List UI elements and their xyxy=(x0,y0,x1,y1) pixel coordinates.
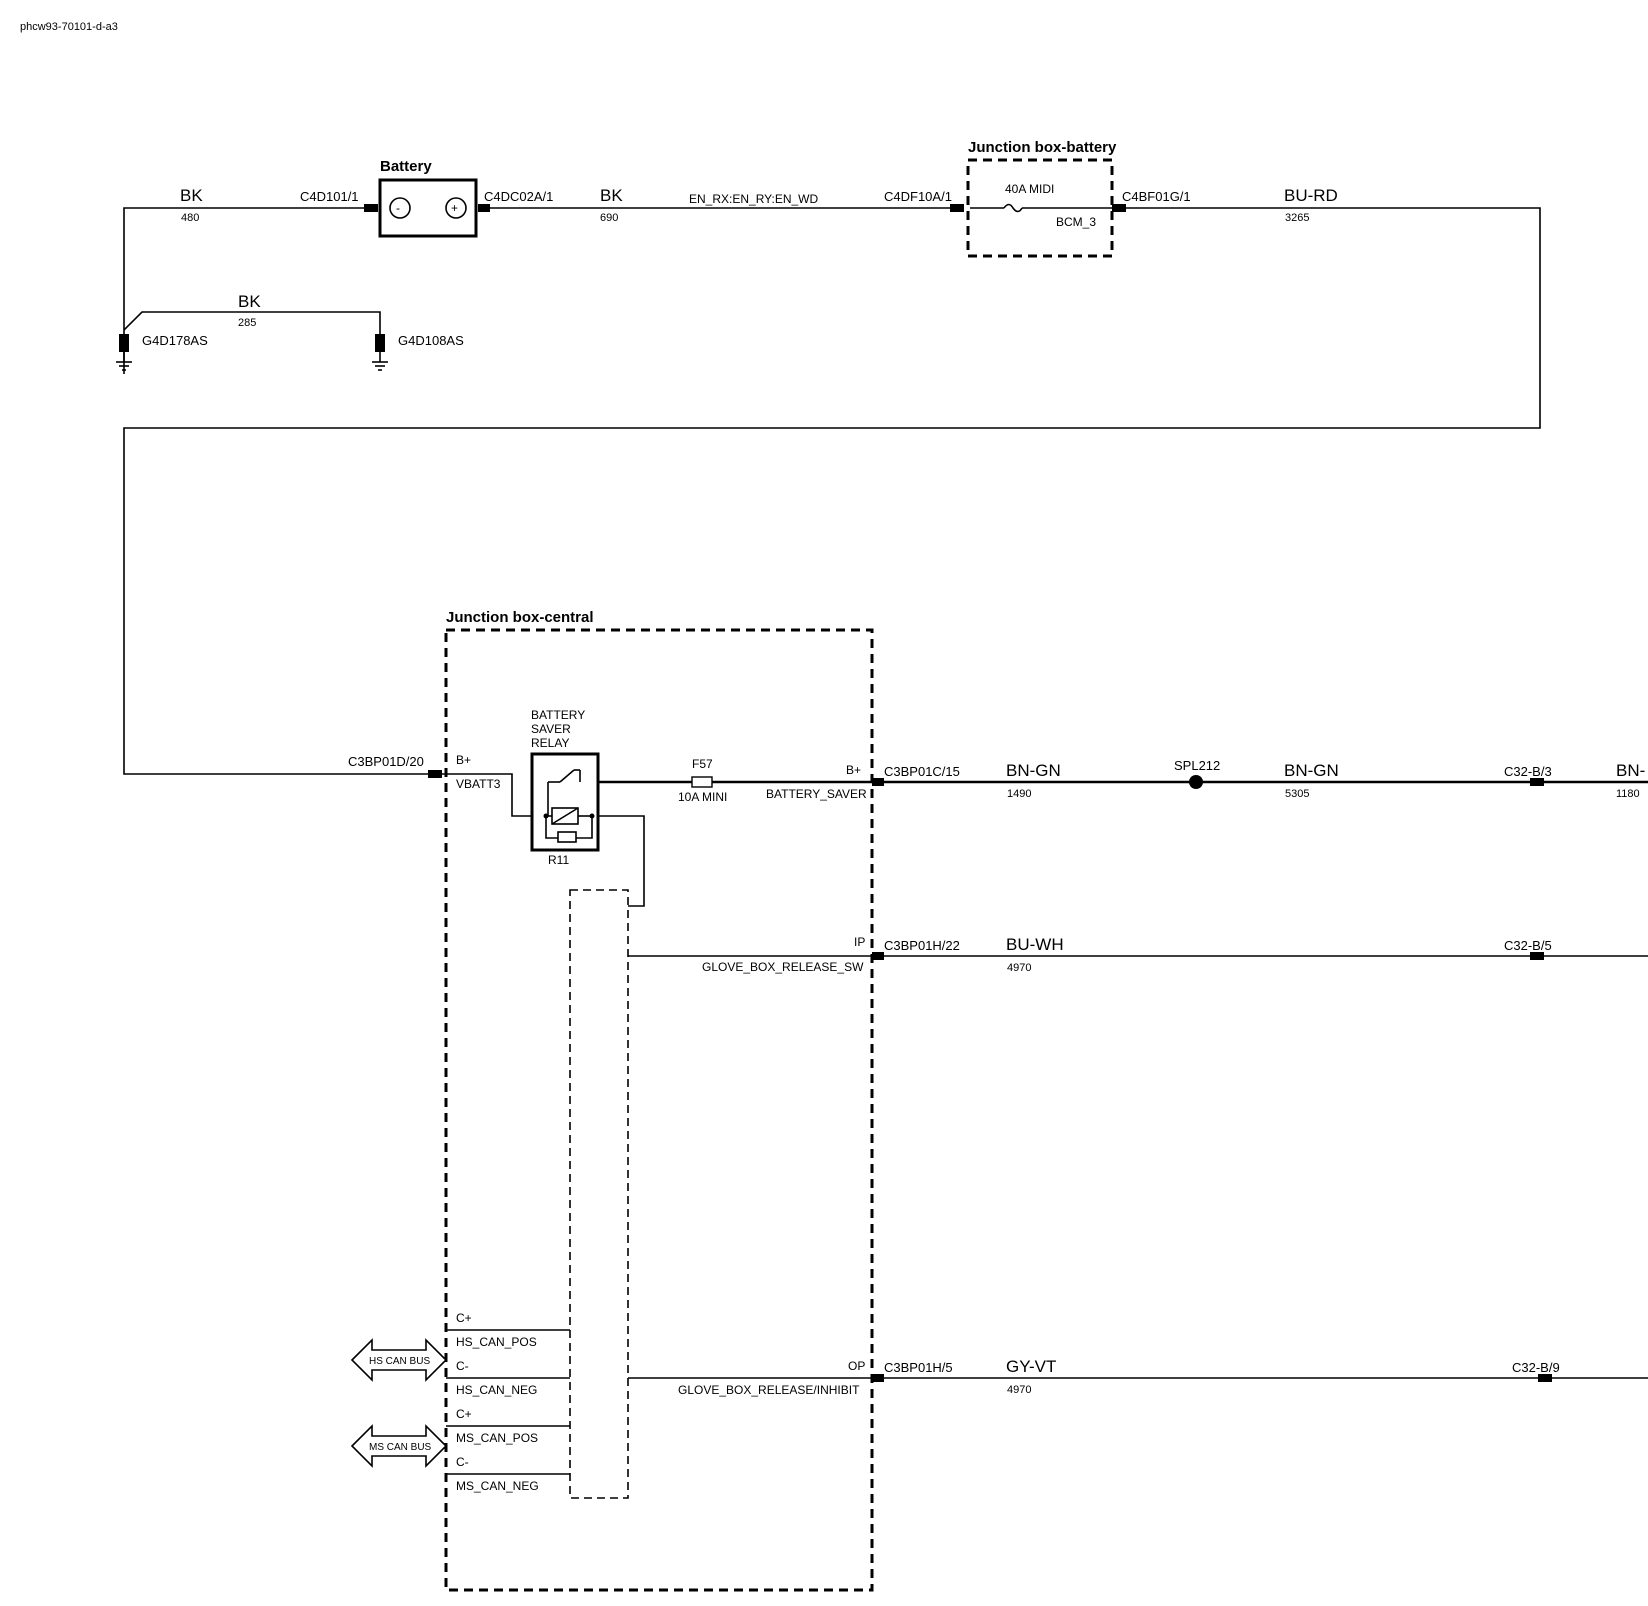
ground-g4d178as-label: G4D178AS xyxy=(142,333,208,348)
wire-bn-gn-1490-color: BN-GN xyxy=(1006,761,1061,780)
connector-c4bf01g-label: C4BF01G/1 xyxy=(1122,189,1191,204)
connector-c3bp01c-label: C3BP01C/15 xyxy=(884,764,960,779)
wire-bn-gn-5305-number: 5305 xyxy=(1285,788,1309,800)
junction-box-central: Junction box-central C3BP01D/20 B+ VBATT… xyxy=(348,609,874,1592)
fuse-40a-midi-symbol xyxy=(1003,203,1023,213)
connector-c3bp01h22-pin xyxy=(872,952,884,960)
pin-c-minus-1: C- xyxy=(456,1359,469,1373)
relay-label-line3: RELAY xyxy=(531,736,569,750)
connector-c4df10a-label: C4DF10A/1 xyxy=(884,189,952,204)
wire-bk-285-color: BK xyxy=(238,292,261,311)
connector-c32-b3-label: C32-B/3 xyxy=(1504,764,1552,779)
connector-c3bp01d-pin xyxy=(428,770,442,778)
pin-glove-box-release-sw: GLOVE_BOX_RELEASE_SW xyxy=(702,960,864,974)
connector-c32-b5-label: C32-B/5 xyxy=(1504,938,1552,953)
pin-ms-can-neg: MS_CAN_NEG xyxy=(456,1479,539,1493)
pin-hs-can-neg: HS_CAN_NEG xyxy=(456,1383,537,1397)
battery-feed-circuit: Battery - + BK 480 C4D101/1 C4DC02A/1 BK… xyxy=(116,139,1541,775)
wire-bk-480 xyxy=(123,207,364,374)
pin-vbatt3: VBATT3 xyxy=(456,777,501,791)
pin-op: OP xyxy=(848,1359,865,1373)
control-module-outline xyxy=(569,889,629,1499)
wire-bu-wh-4970-color: BU-WH xyxy=(1006,935,1064,954)
pin-ms-can-pos: MS_CAN_POS xyxy=(456,1431,538,1445)
hs-can-bus-label: HS CAN BUS xyxy=(369,1356,430,1367)
connector-c32-b9-pin xyxy=(1538,1374,1552,1382)
pin-bplus-in: B+ xyxy=(456,753,471,767)
battery-minus-sign: - xyxy=(396,201,400,215)
ground-g4d108as xyxy=(372,334,388,371)
pin-battery-saver: BATTERY_SAVER xyxy=(766,787,867,801)
connector-c32-b9-label: C32-B/9 xyxy=(1512,1360,1560,1375)
wire-bk-480-color: BK xyxy=(180,186,203,205)
wire-gy-vt-4970-number: 4970 xyxy=(1007,1384,1031,1396)
wire-bn-1180-color: BN- xyxy=(1616,761,1645,780)
relay-label-line1: BATTERY xyxy=(531,708,585,722)
wire-gy-vt-4970-color: GY-VT xyxy=(1006,1357,1056,1376)
pin-c-plus-1: C+ xyxy=(456,1311,472,1325)
fuse-f57-rating: 10A MINI xyxy=(678,790,727,804)
fuse-f57-symbol xyxy=(691,776,713,788)
wire-bk-690-signal: EN_RX:EN_RY:EN_WD xyxy=(689,192,818,206)
bcm3-label: BCM_3 xyxy=(1056,215,1096,229)
connector-c4d101-pin xyxy=(364,204,378,212)
junction-box-central-label: Junction box-central xyxy=(446,609,594,626)
wire-bk-285-number: 285 xyxy=(238,317,256,329)
battery-positive-terminal xyxy=(445,197,467,219)
junction-box-central-outline xyxy=(444,628,874,1592)
ground-g4d108as-label: G4D108AS xyxy=(398,333,464,348)
connector-c4bf01g-pin xyxy=(1112,204,1126,212)
pin-hs-can-pos: HS_CAN_POS xyxy=(456,1335,537,1349)
wire-bu-rd-3265-number: 3265 xyxy=(1285,212,1309,224)
connector-c3bp01h5-pin xyxy=(872,1374,884,1382)
connector-c3bp01c-pin xyxy=(872,778,884,786)
connector-c4d101-label: C4D101/1 xyxy=(300,189,359,204)
hs-can-bus-arrow xyxy=(350,1338,448,1382)
relay-ref-r11: R11 xyxy=(548,853,569,867)
ms-can-bus-label: MS CAN BUS xyxy=(369,1442,432,1453)
ground-g4d178as xyxy=(116,334,132,371)
connector-c32-b3-pin xyxy=(1530,778,1544,786)
pin-bplus-out: B+ xyxy=(846,763,861,777)
relay-resistor xyxy=(557,831,577,843)
wire-bn-1180-number: 1180 xyxy=(1616,788,1640,800)
wire-bk-690-number: 690 xyxy=(600,212,618,224)
connector-c4dc02a-pin xyxy=(478,204,490,212)
connector-c3bp01h22-label: C3BP01H/22 xyxy=(884,938,960,953)
battery-negative-terminal xyxy=(389,197,411,219)
relay-contact-switch xyxy=(559,769,575,783)
splice-spl212-label: SPL212 xyxy=(1174,758,1220,773)
wire-bk-690-color: BK xyxy=(600,186,623,205)
fuse-40a-midi-label: 40A MIDI xyxy=(1005,182,1054,196)
pin-c-minus-2: C- xyxy=(456,1455,469,1469)
pin-ip: IP xyxy=(854,935,865,949)
connector-c3bp01h5-label: C3BP01H/5 xyxy=(884,1360,953,1375)
connector-c32-b5-pin xyxy=(1530,952,1544,960)
output-circuits: C3BP01C/15 BN-GN 1490 SPL212 BN-GN 5305 … xyxy=(872,758,1648,1396)
connector-c3bp01d-label: C3BP01D/20 xyxy=(348,754,424,769)
wire-bu-wh-4970-number: 4970 xyxy=(1007,962,1031,974)
wire-bu-rd-3265 xyxy=(123,207,1541,775)
relay-label-line2: SAVER xyxy=(531,722,571,736)
wire-bu-rd-3265-color: BU-RD xyxy=(1284,186,1338,205)
pin-glove-box-release-inhibit: GLOVE_BOX_RELEASE/INHIBIT xyxy=(678,1383,860,1397)
wire-bk-480-number: 480 xyxy=(181,212,199,224)
connector-c4dc02a-label: C4DC02A/1 xyxy=(484,189,553,204)
pin-c-plus-2: C+ xyxy=(456,1407,472,1421)
wire-bn-gn-1490-number: 1490 xyxy=(1007,788,1031,800)
wire-relay-coil-out xyxy=(592,815,645,907)
junction-box-battery-label: Junction box-battery xyxy=(968,139,1117,156)
wire-vbatt3-internal xyxy=(442,773,546,817)
fuse-f57-label: F57 xyxy=(692,757,713,771)
wire-bn-gn-5305-color: BN-GN xyxy=(1284,761,1339,780)
battery-plus-sign: + xyxy=(451,201,458,215)
connector-c4df10a-pin xyxy=(950,204,964,212)
ms-can-bus-arrow xyxy=(350,1424,448,1468)
wire-bk-285 xyxy=(123,311,381,334)
document-id: phcw93-70101-d-a3 xyxy=(20,21,118,33)
battery-label: Battery xyxy=(380,158,432,175)
